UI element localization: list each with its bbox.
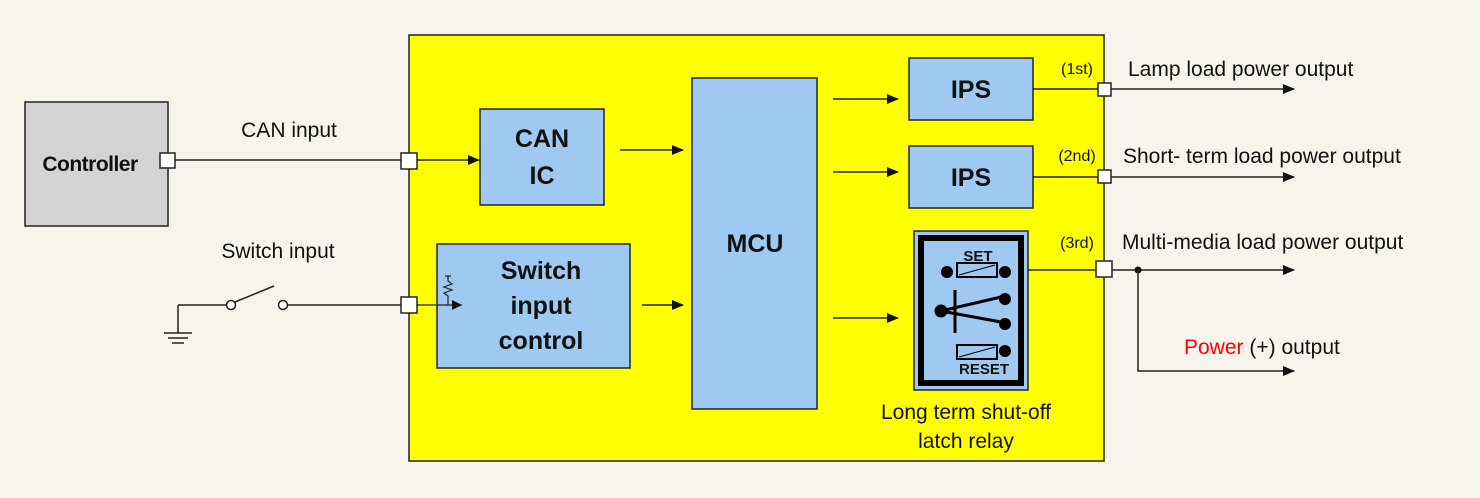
can-ic-block	[479, 108, 605, 206]
output-3-tag: (3rd)	[1060, 235, 1094, 252]
power-output-line	[1137, 270, 1295, 376]
controller-port	[159, 152, 176, 169]
output-1-tag: (1st)	[1061, 61, 1093, 78]
ground-symbol	[164, 305, 192, 344]
mcu-label: MCU	[727, 230, 784, 258]
switch-control-line3: control	[499, 327, 584, 355]
can-input-label: CAN input	[241, 119, 337, 142]
power-word: Power	[1184, 336, 1244, 359]
ips-2-block	[908, 145, 1034, 209]
switch-symbol	[178, 285, 402, 311]
relay-caption-line2: latch relay	[918, 430, 1014, 453]
output-1-label: Lamp load power output	[1128, 58, 1353, 81]
controller-box	[24, 101, 169, 227]
output-2-label: Short- term load power output	[1123, 145, 1401, 168]
can-ic-label-line1: CAN	[515, 125, 569, 153]
output-port-3	[1095, 260, 1113, 278]
output-port-2	[1097, 169, 1112, 184]
power-output-label: Power (+) output	[1184, 336, 1340, 359]
output-3-label: Multi-media load power output	[1122, 231, 1403, 254]
switch-control-line2: input	[510, 292, 572, 320]
relay-set-label: SET	[963, 248, 992, 265]
can-ic-label-line2: IC	[530, 162, 555, 190]
output-port-1	[1097, 82, 1112, 97]
switch-input-port	[400, 296, 418, 314]
ips-2-label: IPS	[951, 164, 991, 192]
switch-internal-arrowhead	[452, 300, 462, 310]
can-input-port	[400, 152, 418, 170]
ips-1-label: IPS	[951, 76, 991, 104]
relay-caption-line1: Long term shut-off	[881, 401, 1051, 424]
power-rest: (+) output	[1244, 336, 1340, 359]
switch-input-label: Switch input	[221, 240, 334, 263]
relay-reset-label: RESET	[959, 361, 1009, 378]
relay-coil-icon	[934, 262, 1011, 360]
controller-label: Controller	[42, 153, 138, 176]
output-2-tag: (2nd)	[1058, 148, 1095, 165]
switch-control-block	[436, 243, 631, 369]
switch-control-line1: Switch	[501, 257, 582, 285]
mcu-block	[691, 77, 818, 410]
